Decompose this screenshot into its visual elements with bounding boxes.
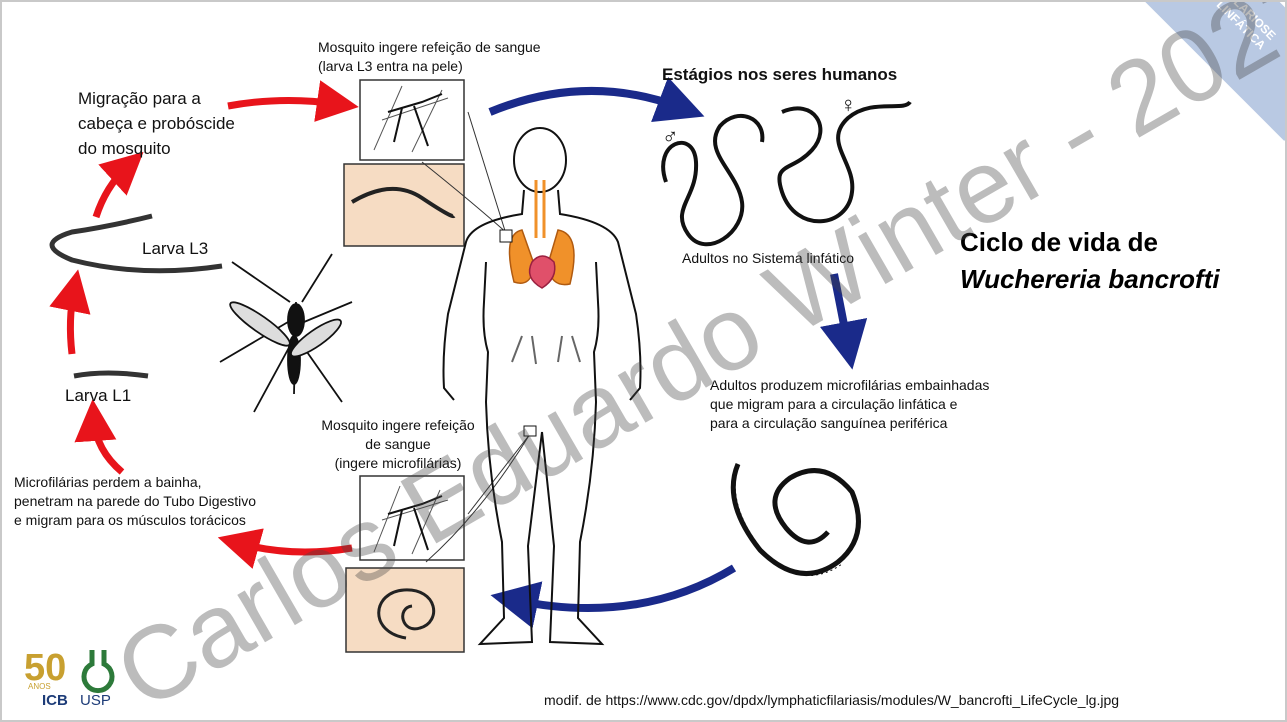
label-mosquito-top: Mosquito ingere refeição de sangue (larv…: [318, 38, 541, 76]
logo-usp: USP: [80, 692, 111, 710]
larva-panel-top: [344, 164, 464, 246]
label-larva-l1: Larva L1: [65, 383, 131, 408]
logo-icb: ICB: [42, 692, 68, 710]
label-larva-l3: Larva L3: [142, 236, 208, 261]
label-microfilariae: Adultos produzem microfilárias embainhad…: [710, 376, 989, 433]
source-credit: modif. de https://www.cdc.gov/dpdx/lymph…: [544, 691, 1119, 709]
arrow-adults-to-microfilariae: [834, 274, 848, 346]
flask-icon: [78, 648, 118, 694]
female-worm: [779, 102, 910, 221]
logo-years: ANOS: [28, 682, 51, 692]
arrow-l3-to-migration: [96, 166, 128, 217]
arrow-skin-to-adults: [490, 91, 682, 112]
arrow-sheath-to-l1: [94, 420, 122, 472]
arrow-mosquito-to-sheath: [238, 543, 352, 552]
female-symbol: ♀: [840, 94, 857, 116]
page-title: Ciclo de vida de Wuchereria bancrofti: [960, 224, 1220, 298]
label-migration: Migração para a cabeça e probóscide do m…: [78, 86, 235, 161]
heart: [530, 256, 555, 288]
sheathed-microfilaria: [733, 464, 858, 574]
arrow-to-proboscis: [228, 100, 338, 106]
icb-usp-logo: 50 ANOS ICB USP: [20, 648, 130, 712]
arrow-l1-to-l3: [70, 290, 74, 354]
human-body: [444, 128, 641, 644]
mosquito-skin-panel-top: [360, 80, 464, 160]
mosquito-adult: [220, 254, 352, 412]
arrow-microfilariae-to-mosquito: [514, 568, 734, 608]
throat: [536, 180, 544, 238]
label-sheath-loss: Microfilárias perdem a bainha, penetram …: [14, 473, 256, 530]
male-symbol: ♂: [662, 126, 679, 148]
larva-l1-worm: [74, 373, 148, 376]
label-adults-lymph: Adultos no Sistema linfático: [682, 249, 854, 268]
label-mosquito-bottom: Mosquito ingere refeição de sangue (inge…: [298, 416, 498, 473]
section-human-stages: Estágios nos seres humanos: [662, 64, 897, 86]
